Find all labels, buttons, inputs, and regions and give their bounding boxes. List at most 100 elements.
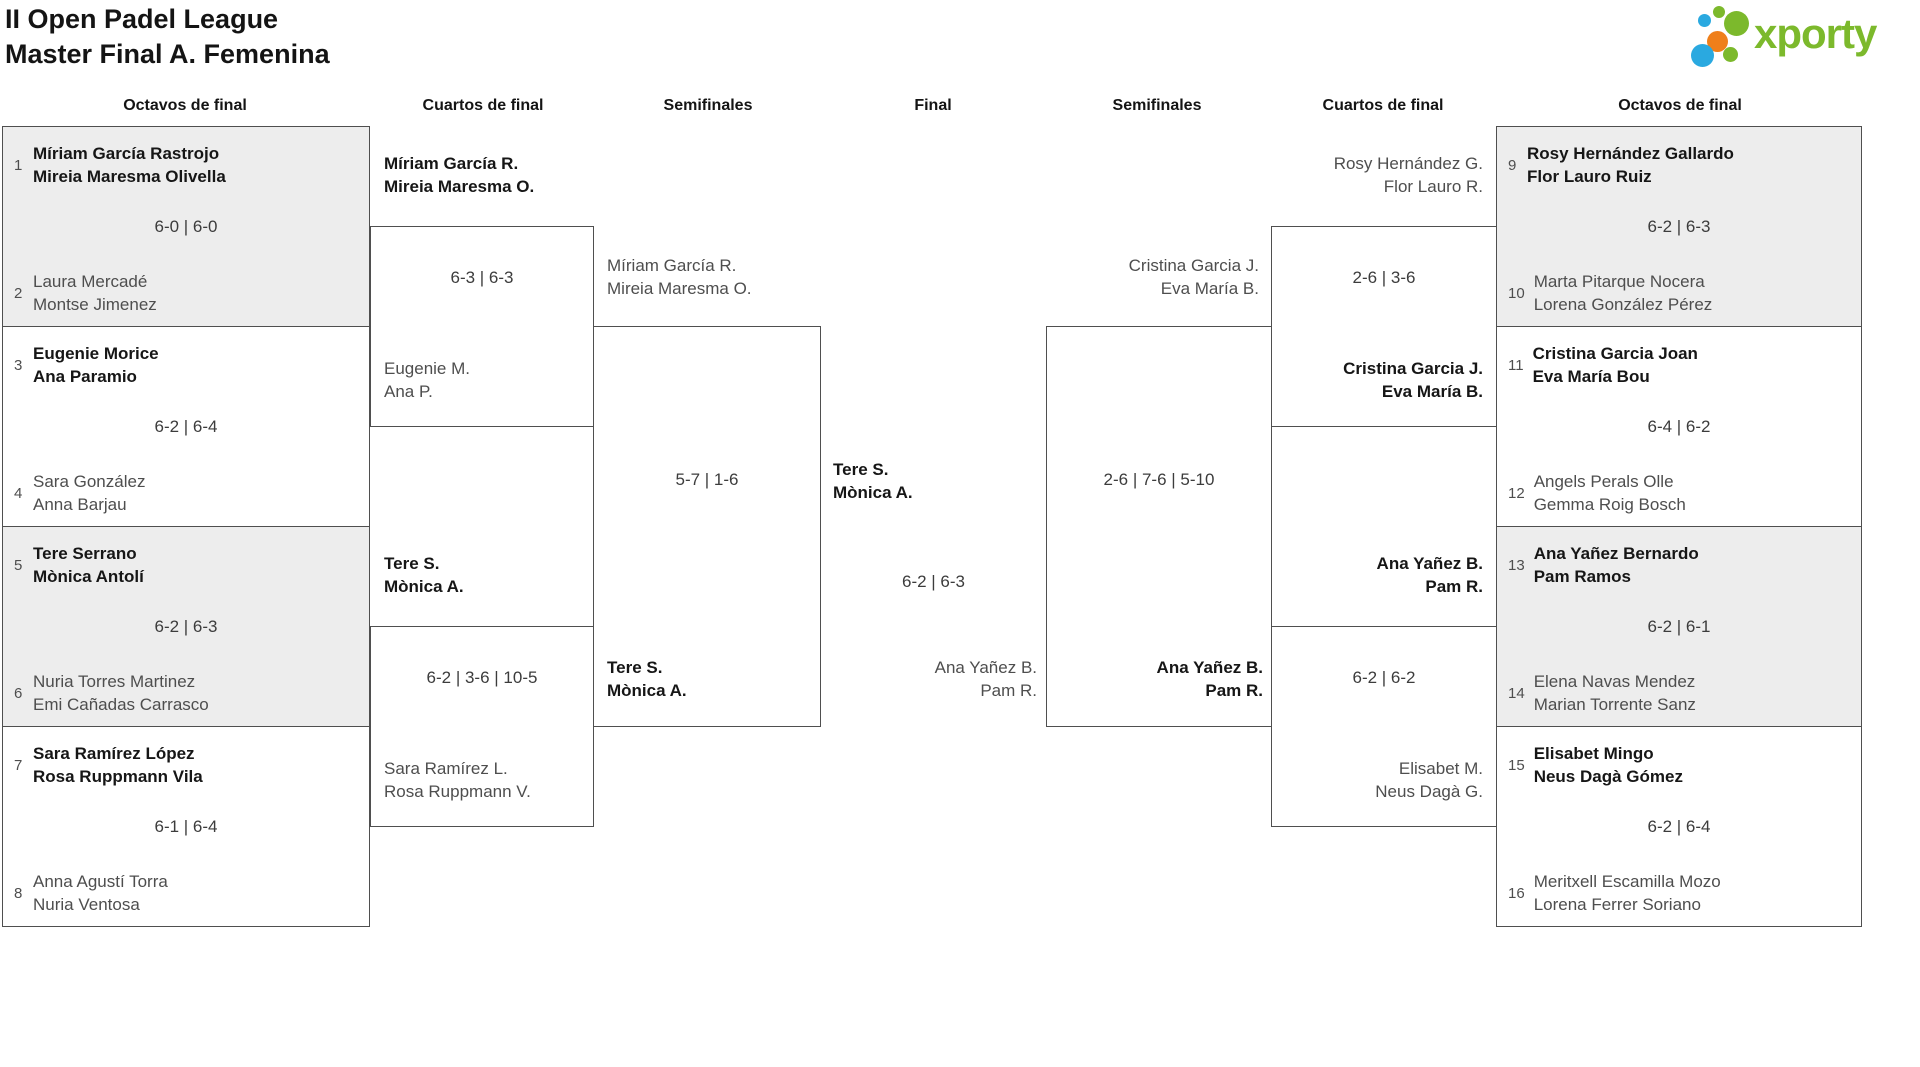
qf-left-1-team-bottom: Eugenie M. Ana P. (384, 357, 470, 403)
player-name: Nuria Torres Martinez (33, 672, 196, 691)
team-entry: 10 Marta Pitarque Nocera Lorena González… (1508, 270, 1712, 316)
match-score: 6-4 | 6-2 (1647, 417, 1711, 436)
team-entry: 13 Ana Yañez Bernardo Pam Ramos (1508, 542, 1699, 588)
match-box-qf-right-2 (1271, 626, 1497, 827)
logo-dot-blue-small (1698, 14, 1711, 27)
match-score: 6-2 | 6-3 (901, 572, 965, 591)
seed-number: 7 (14, 756, 23, 774)
seed-number: 6 (14, 684, 23, 702)
team-entry: 6 Nuria Torres Martinez Emi Cañadas Carr… (14, 670, 209, 716)
team-entry: 7 Sara Ramírez López Rosa Ruppmann Vila (14, 742, 203, 788)
round-header-oct-left: Octavos de final (123, 97, 247, 114)
player-name: Flor Lauro R. (1383, 177, 1483, 196)
team-names: Ana Yañez Bernardo Pam Ramos (1534, 542, 1699, 588)
seed-number: 15 (1508, 756, 1525, 774)
team-entry: 3 Eugenie Morice Ana Paramio (14, 342, 159, 388)
player-name: Angels Perals Olle (1533, 472, 1674, 491)
player-name: Sara Ramírez L. (384, 759, 508, 778)
match-box-sf-left (593, 326, 821, 727)
player-name: Rosa Ruppmann V. (384, 782, 531, 801)
team-names: Sara Ramírez López Rosa Ruppmann Vila (33, 742, 203, 788)
match-box-oct-left-4: 7 Sara Ramírez López Rosa Ruppmann Vila … (2, 726, 370, 927)
logo-dot-green-small-top (1713, 6, 1725, 18)
sf-right-team-bottom: Ana Yañez B. Pam R. (1040, 656, 1263, 702)
team-names: Laura Mercadé Montse Jimenez (33, 270, 157, 316)
round-header-sf-left: Semifinales (663, 97, 753, 114)
match-score: 6-3 | 6-3 (450, 268, 514, 287)
player-name: Ana P. (384, 382, 433, 401)
player-name: Flor Lauro Ruiz (1527, 167, 1652, 186)
team-names: Cristina Garcia Joan Eva María Bou (1533, 342, 1698, 388)
logo-dot-green-large (1724, 11, 1749, 36)
player-name: Elisabet Mingo (1533, 744, 1654, 763)
round-header-oct-right: Octavos de final (1618, 97, 1742, 114)
sf-left-team-bottom: Tere S. Mònica A. (607, 656, 687, 702)
team-names: Míriam García Rastrojo Mireia Maresma Ol… (33, 142, 226, 188)
player-name: Elena Navas Mendez (1533, 672, 1696, 691)
qf-right-2-team-bottom: Elisabet M. Neus Dagà G. (1260, 757, 1483, 803)
match-box-oct-right-3: 13 Ana Yañez Bernardo Pam Ramos 6-2 | 6-… (1496, 526, 1862, 727)
match-score: 5-7 | 1-6 (675, 470, 739, 489)
sf-right-team-top: Cristina Garcia J. Eva María B. (1040, 254, 1259, 300)
player-name: Anna Agustí Torra (33, 872, 168, 891)
match-box-qf-left-2 (370, 626, 594, 827)
player-name: Mireia Maresma O. (607, 279, 752, 298)
player-name: Ana Yañez B. (1376, 554, 1483, 573)
player-name: Tere S. (833, 460, 889, 479)
qf-left-2-team-top: Tere S. Mònica A. (384, 552, 464, 598)
player-name: Rosy Hernández G. (1333, 154, 1483, 173)
xporty-logo[interactable]: xporty (1688, 4, 1877, 68)
team-entry: 4 Sara González Anna Barjau (14, 470, 145, 516)
player-name: Pam R. (1205, 681, 1263, 700)
team-names: Anna Agustí Torra Nuria Ventosa (33, 870, 168, 916)
round-header-qf-left: Cuartos de final (422, 97, 544, 114)
player-name: Mònica A. (607, 681, 687, 700)
logo-dot-blue-large (1691, 44, 1714, 67)
player-name: Mònica A. (384, 577, 464, 596)
team-names: Sara González Anna Barjau (33, 470, 145, 516)
player-name: Sara González (33, 472, 146, 491)
team-names: Tere Serrano Mònica Antolí (33, 542, 144, 588)
player-name: Cristina Garcia J. (1128, 256, 1259, 275)
player-name: Rosa Ruppmann Vila (33, 767, 203, 786)
match-score: 6-2 | 3-6 | 10-5 (426, 668, 538, 687)
match-box-oct-right-2: 11 Cristina Garcia Joan Eva María Bou 6-… (1496, 326, 1862, 527)
player-name: Cristina Garcia J. (1343, 359, 1483, 378)
logo-text: xporty (1754, 10, 1877, 57)
player-name: Ana Paramio (33, 367, 137, 386)
player-name: Eva María B. (1381, 382, 1483, 401)
team-names: Nuria Torres Martinez Emi Cañadas Carras… (33, 670, 209, 716)
player-name: Nuria Ventosa (33, 895, 140, 914)
player-name: Eugenie M. (384, 359, 470, 378)
final-team-bottom: Ana Yañez B. Pam R. (815, 656, 1037, 702)
seed-number: 10 (1508, 284, 1525, 302)
match-box-qf-right-1 (1271, 226, 1497, 427)
seed-number: 14 (1508, 684, 1525, 702)
match-box-oct-right-1: 9 Rosy Hernández Gallardo Flor Lauro Rui… (1496, 126, 1862, 327)
team-entry: 12 Angels Perals Olle Gemma Roig Bosch (1508, 470, 1686, 516)
team-names: Elena Navas Mendez Marian Torrente Sanz (1534, 670, 1696, 716)
player-name: Marian Torrente Sanz (1533, 695, 1696, 714)
seed-number: 13 (1508, 556, 1525, 574)
player-name: Míriam García R. (384, 154, 519, 173)
player-name: Mireia Maresma Olivella (33, 167, 226, 186)
seed-number: 5 (14, 556, 23, 574)
player-name: Mònica Antolí (33, 567, 144, 586)
player-name: Rosy Hernández Gallardo (1527, 144, 1734, 163)
team-entry: 5 Tere Serrano Mònica Antolí (14, 542, 144, 588)
seed-number: 3 (14, 356, 23, 374)
seed-number: 2 (14, 284, 23, 302)
player-name: Pam R. (1425, 577, 1483, 596)
player-name: Anna Barjau (33, 495, 127, 514)
seed-number: 16 (1508, 884, 1525, 902)
qf-right-1-team-bottom: Cristina Garcia J. Eva María B. (1260, 357, 1483, 403)
logo-dot-green-small-bottom (1723, 47, 1738, 62)
round-header-final: Final (914, 97, 952, 114)
match-score: 6-2 | 6-4 (1647, 817, 1711, 836)
player-name: Pam R. (980, 681, 1037, 700)
player-name: Laura Mercadé (33, 272, 148, 291)
team-names: Marta Pitarque Nocera Lorena González Pé… (1534, 270, 1713, 316)
player-name: Ana Yañez Bernardo (1533, 544, 1699, 563)
player-name: Míriam García Rastrojo (33, 144, 220, 163)
